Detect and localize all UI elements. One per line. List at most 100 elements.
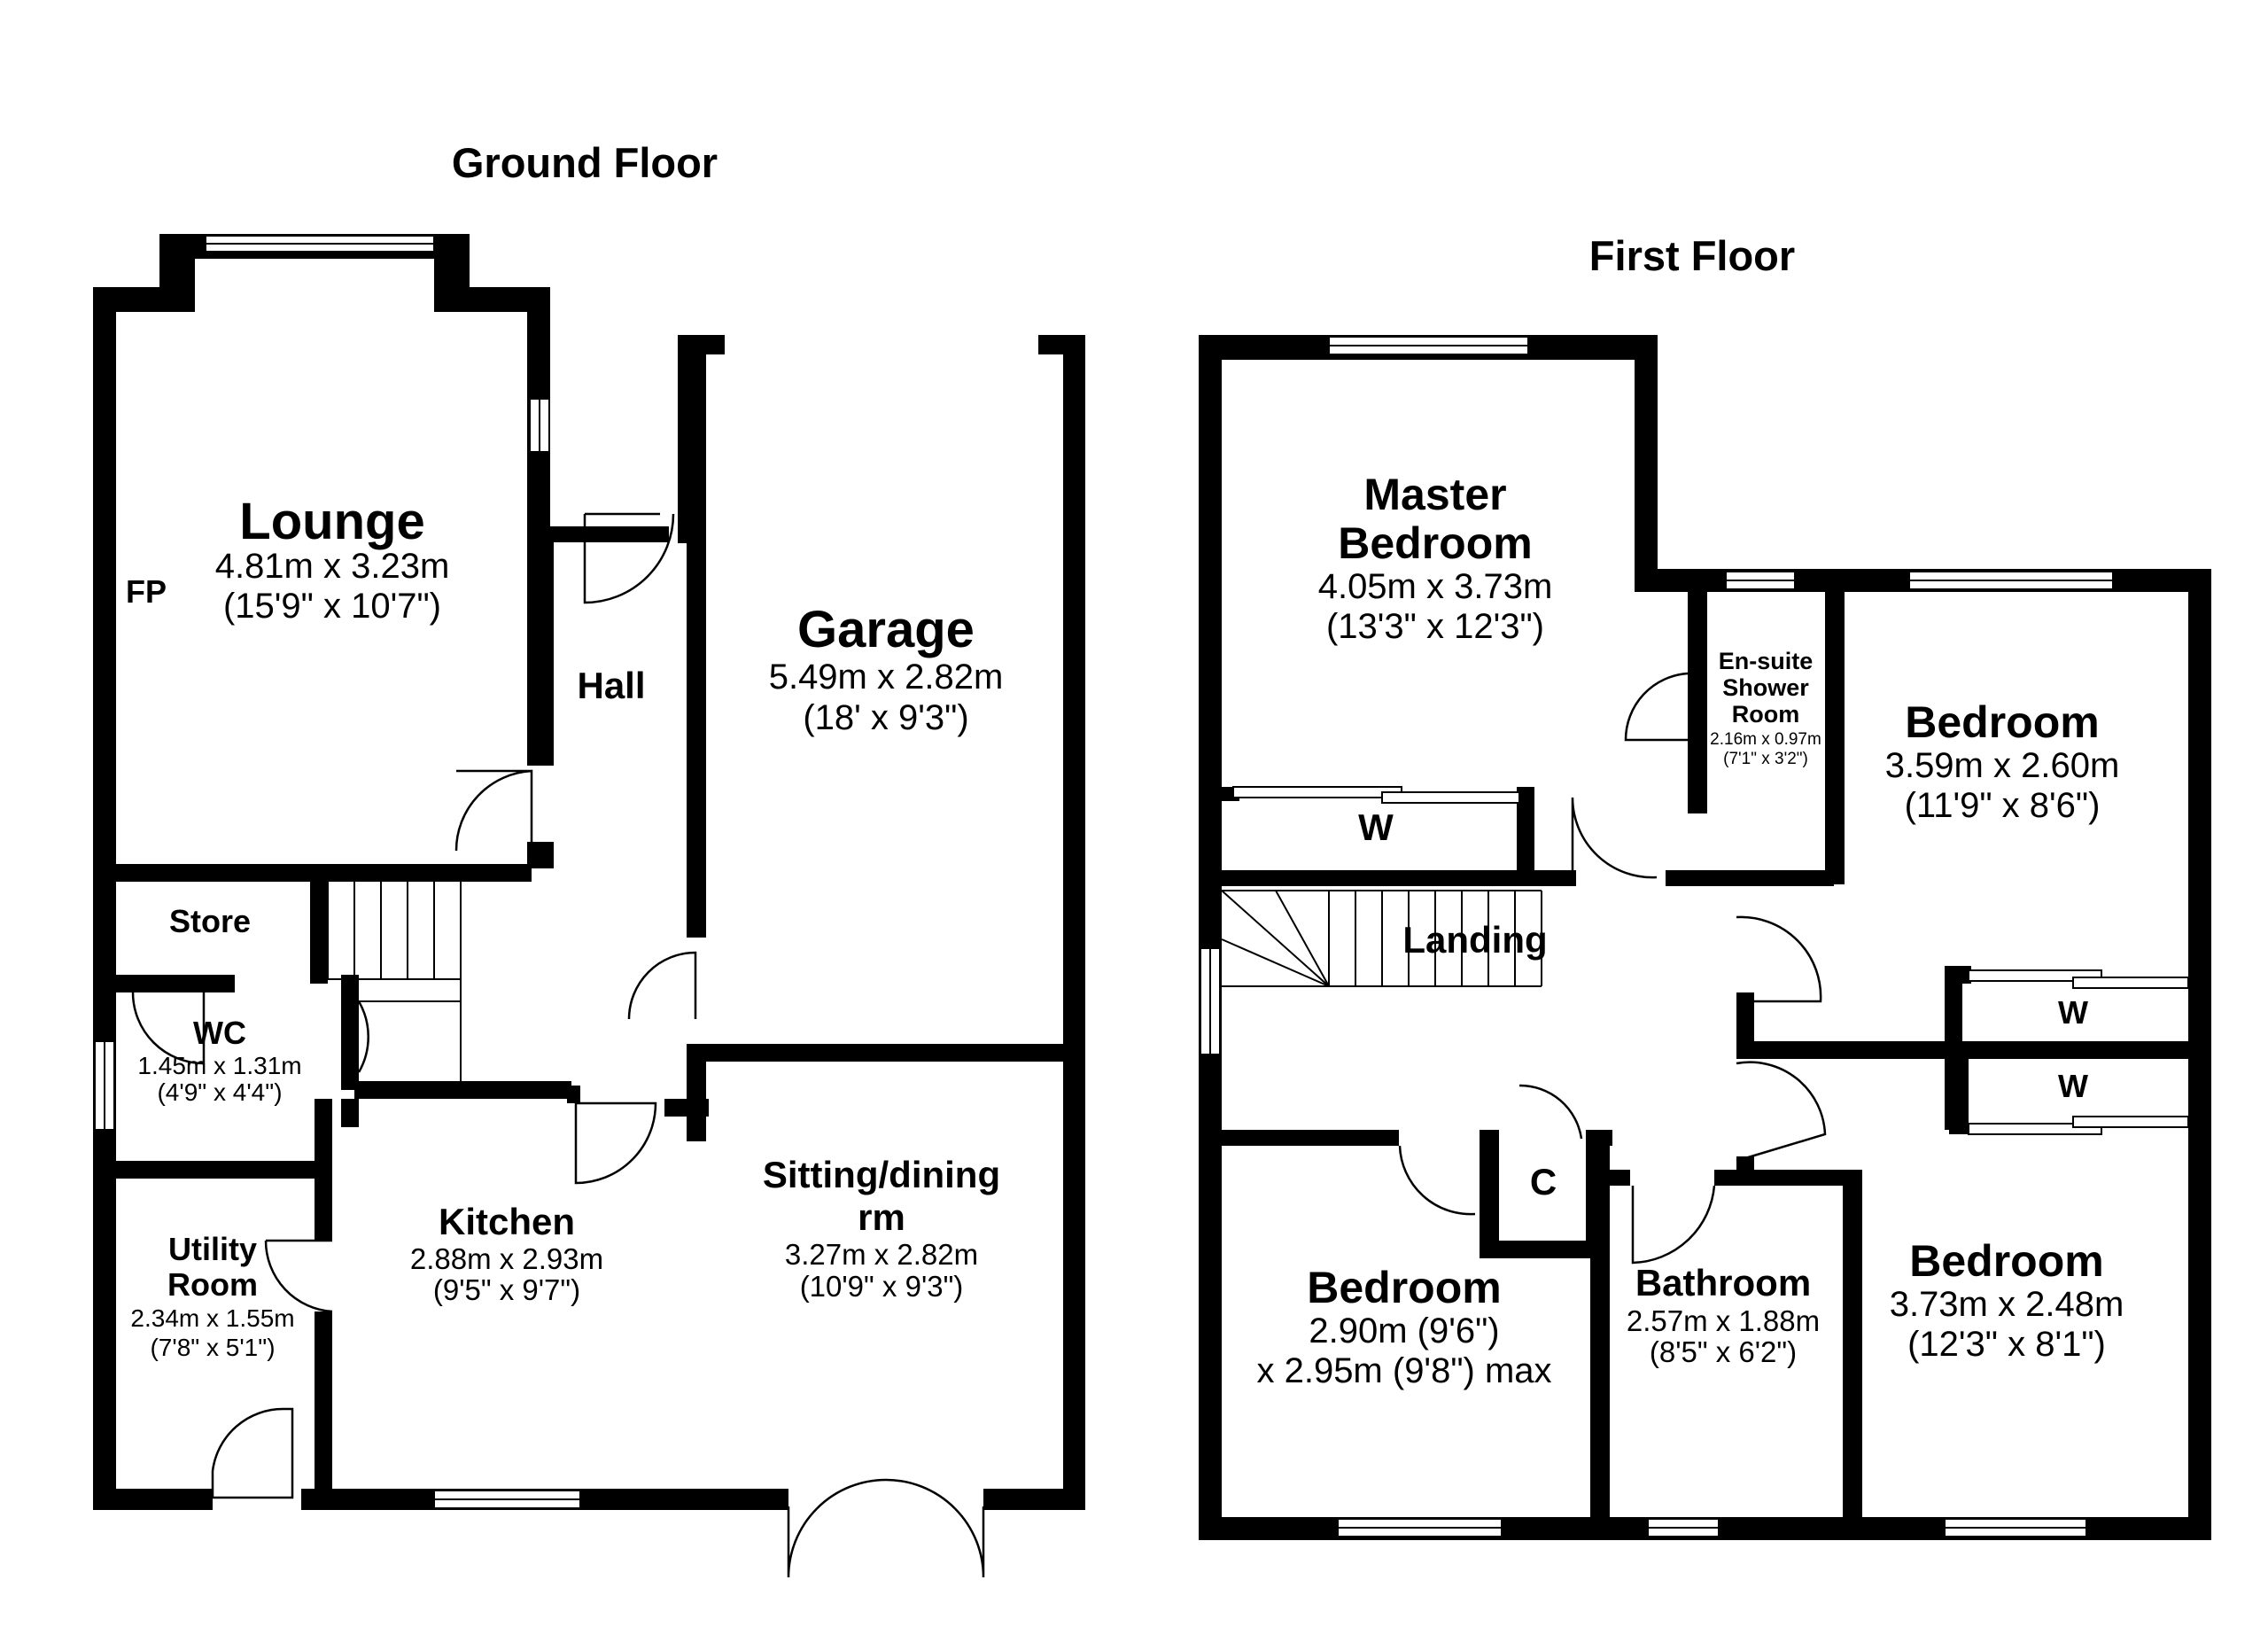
bedroom3-dim-line2: x 2.95m (9'8") max (1256, 1351, 1551, 1390)
store-name: Store (169, 903, 251, 939)
bathroom-dim-metric: 2.57m x 1.88m (1627, 1304, 1820, 1337)
wall (1222, 870, 1576, 886)
wc-door[interactable] (357, 1000, 369, 1073)
wall (341, 1099, 359, 1127)
cupboard-door[interactable] (1518, 1084, 1583, 1140)
garage-dim-metric: 5.49m x 2.82m (769, 658, 1004, 697)
wc-dim-imperial: (4'9" x 4'4") (157, 1078, 282, 1106)
lounge-dim-metric: 4.81m x 3.23m (215, 547, 450, 586)
master-dim-imperial: (13'3" x 12'3") (1326, 607, 1544, 646)
bedroom4-dim-metric: 3.73m x 2.48m (1890, 1285, 2124, 1324)
wall (1736, 992, 1754, 1046)
wall (310, 864, 328, 984)
first-stairs (1221, 890, 1542, 987)
bathroom-door[interactable] (1631, 1185, 1716, 1265)
bedroom4-door[interactable] (1736, 1061, 1827, 1163)
ground-floor-title: Ground Floor (452, 139, 718, 186)
wall (1604, 1170, 1630, 1186)
wall (1825, 592, 1845, 884)
lounge-dim-imperial: (15'9" x 10'7") (223, 587, 441, 626)
wall (527, 526, 669, 542)
utility-dim-metric: 2.34m x 1.55m (130, 1304, 294, 1332)
sliding-door[interactable] (2072, 1116, 2189, 1128)
wall (1497, 1241, 1604, 1258)
wall (687, 1044, 706, 1141)
sitting-dim-metric: 3.27m x 2.82m (785, 1238, 978, 1271)
sliding-door[interactable] (1381, 791, 1520, 804)
utility-name-line1: Utility (168, 1231, 257, 1267)
ensuite-name-line1: En-suite (1719, 648, 1814, 674)
bedroom3-door[interactable] (1398, 1145, 1476, 1216)
wall (341, 975, 359, 1090)
wall (682, 335, 725, 354)
wall (1222, 1130, 1399, 1146)
kitchen-door[interactable] (574, 1101, 657, 1185)
sitting-name-line2: rm (858, 1196, 905, 1238)
wall (93, 975, 235, 992)
sitting-name-line1: Sitting/dining (763, 1154, 1000, 1195)
sitting-dim-imperial: (10'9" x 9'3") (800, 1270, 964, 1303)
sliding-door[interactable] (1968, 969, 2102, 982)
wall (315, 1311, 332, 1506)
utility-dim-imperial: (7'8" x 5'1") (150, 1334, 275, 1361)
wall (315, 1099, 332, 1241)
garage-dim-imperial: (18' x 9'3") (803, 698, 968, 737)
lounge-door[interactable] (454, 769, 533, 852)
bedroom3-dim-line1: 2.90m (9'6") (1309, 1311, 1499, 1350)
bedroom2-door[interactable] (1736, 915, 1822, 1003)
wall (567, 1086, 580, 1103)
bathroom-dim-imperial: (8'5" x 6'2") (1650, 1335, 1797, 1368)
wall (700, 1044, 1072, 1062)
hall-front-door[interactable] (583, 512, 675, 604)
first-floor-plan (1199, 335, 2211, 1540)
bedroom2-dim-metric: 3.59m x 2.60m (1885, 746, 2120, 785)
sliding-door[interactable] (2072, 977, 2189, 989)
wall (354, 1081, 571, 1099)
utility-door[interactable] (264, 1239, 333, 1313)
bedroom4-name: Bedroom (1909, 1236, 2103, 1286)
wall (1635, 335, 1658, 592)
french-door-right[interactable] (885, 1478, 985, 1578)
kitchen-name: Kitchen (439, 1201, 575, 1242)
wall (93, 287, 116, 1510)
bathroom-name: Bathroom (1635, 1262, 1811, 1304)
first-floor-title: First Floor (1589, 232, 1795, 279)
ensuite-name-line2: Shower (1722, 674, 1809, 701)
wall (664, 1099, 709, 1117)
ensuite-name-line3: Room (1732, 701, 1800, 728)
master-wardrobe-label: W (1358, 806, 1394, 848)
wall (687, 335, 706, 938)
wall (1199, 335, 1222, 1540)
wall (2188, 569, 2211, 1539)
bedroom4-wardrobe-label: W (2058, 1068, 2088, 1104)
store-door[interactable] (131, 992, 206, 1065)
bedroom4-dim-imperial: (12'3" x 8'1") (1907, 1325, 2106, 1364)
ensuite-dim-metric: 2.16m x 0.97m (1710, 730, 1821, 749)
wall (1063, 335, 1085, 1498)
wall (527, 526, 554, 766)
master-bedroom-door[interactable] (1571, 797, 1658, 879)
ensuite-dim-imperial: (7'1" x 3'2") (1723, 750, 1808, 768)
wall (1949, 1050, 1969, 1134)
lounge-name: Lounge (239, 493, 424, 550)
wall (983, 1489, 1085, 1510)
kitchen-dim-metric: 2.88m x 2.93m (410, 1242, 603, 1275)
utility-back-door[interactable] (211, 1407, 294, 1499)
sliding-door[interactable] (1232, 786, 1402, 798)
bedroom2-name: Bedroom (1905, 697, 2099, 747)
sliding-door[interactable] (1968, 1123, 2102, 1135)
wc-dim-metric: 1.45m x 1.31m (137, 1052, 301, 1079)
garage-door[interactable] (627, 951, 697, 1020)
wall (1688, 592, 1707, 813)
master-name-line2: Bedroom (1338, 518, 1532, 568)
bedroom2-dim-imperial: (11'9" x 8'6") (1905, 786, 2101, 825)
french-door-left[interactable] (787, 1478, 887, 1578)
landing-name: Landing (1402, 919, 1547, 961)
utility-name-line2: Room (167, 1266, 258, 1303)
wall (1736, 1156, 1754, 1183)
wall (1714, 1170, 1856, 1186)
wall (1517, 787, 1534, 876)
kitchen-dim-imperial: (9'5" x 9'7") (433, 1273, 580, 1306)
ensuite-door[interactable] (1624, 672, 1689, 742)
